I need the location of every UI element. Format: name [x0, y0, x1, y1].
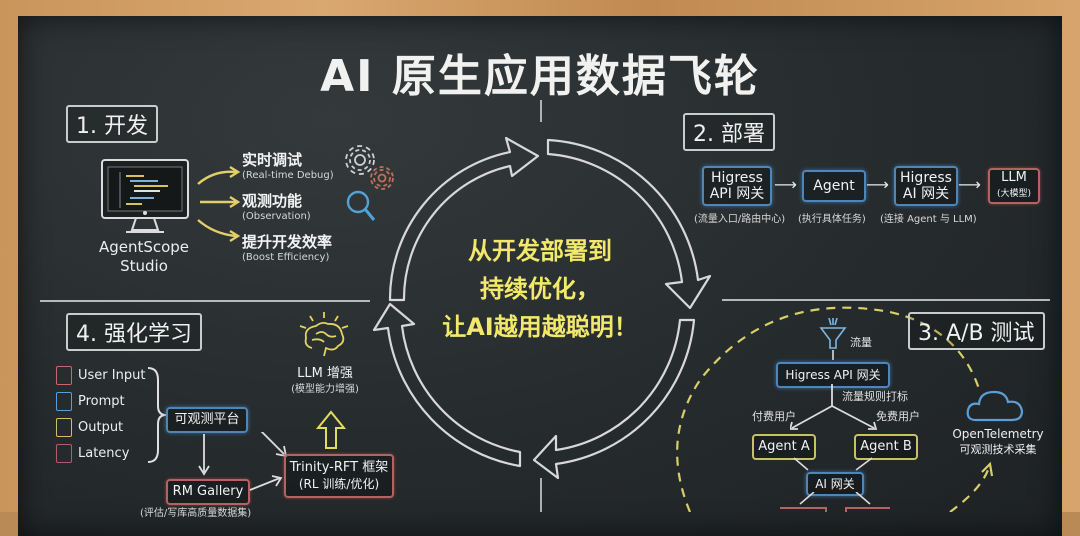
traffic-rule-label: 流量规则打标	[842, 390, 908, 403]
gear-icon	[345, 145, 394, 221]
observability-platform-box: 可观测平台	[166, 407, 248, 433]
divider-top	[540, 100, 542, 122]
document-chart-icon	[56, 444, 72, 463]
feature-item-efficiency: 提升开发效率 (Boost Efficiency)	[242, 233, 333, 263]
rm-gallery-box: RM Gallery	[166, 479, 250, 505]
api-gateway-caption: (流量入口/路由中心)	[694, 214, 786, 225]
higress-api-gateway-box: Higress API 网关	[702, 166, 772, 206]
higress-ai-gateway-box: Higress AI 网关	[894, 166, 958, 206]
arrow-right-icon: ⟶	[958, 175, 981, 194]
ai-gateway-ab-box: AI 网关	[806, 472, 864, 496]
opentelemetry-label: OpenTelemetry 可观测技术采集	[952, 427, 1044, 456]
section-3-label: 3. A/B 测试	[908, 312, 1045, 350]
slogan-line-2: 持续优化，	[480, 275, 600, 303]
llm-box: LLM (大模型)	[988, 168, 1040, 204]
page-title: AI 原生应用数据飞轮	[320, 51, 760, 102]
arrow-right-icon	[249, 475, 283, 491]
document-search-icon	[56, 366, 72, 385]
input-item-user-input: User Input	[56, 366, 145, 385]
input-item-output: Output	[56, 418, 123, 437]
slogan-line-1: 从开发部署到	[468, 237, 612, 265]
agent-b-box: Agent B	[854, 434, 918, 460]
arrow-right-icon: ⟶	[866, 175, 889, 194]
higress-api-gateway-ab-box: Higress API 网关	[776, 362, 890, 388]
monitor-icon	[101, 159, 189, 233]
cloud-icon	[966, 390, 1024, 422]
section-1-label: 1. 开发	[66, 105, 158, 143]
merge-arrows-icon	[793, 457, 873, 471]
agentscope-studio-label: AgentScope Studio	[98, 238, 190, 275]
llm-enhance-label: LLM 增强 (模型能力增强)	[291, 366, 359, 395]
divider-bottom	[540, 478, 542, 512]
trinity-rft-box: Trinity-RFT 框架 (RL 训练/优化)	[284, 454, 394, 498]
feature-item-observation: 观测功能 (Observation)	[242, 192, 311, 222]
platform-arrows-icon	[198, 432, 288, 476]
brace-icon	[147, 367, 167, 463]
dashed-loop-icon	[676, 306, 994, 512]
traffic-label: 流量	[850, 336, 872, 349]
branch-arrows-icon	[790, 384, 878, 430]
slogan-line-3: 让AI越用越聪明！	[442, 313, 638, 341]
section-4-label: 4. 强化学习	[66, 313, 202, 351]
arrow-right-icon: ⟶	[774, 175, 797, 194]
center-slogan: 从开发部署到 持续优化， 让AI越用越聪明！	[420, 232, 660, 346]
split-arrows-icon	[780, 492, 890, 512]
input-item-prompt: Prompt	[56, 392, 125, 411]
feature-arrows-icon	[197, 165, 241, 243]
agent-box: Agent	[802, 170, 866, 202]
agent-caption: (执行具体任务)	[798, 214, 866, 225]
cycle-arrows-icon	[372, 136, 712, 480]
arrow-up-icon	[316, 410, 346, 449]
funnel-icon	[819, 318, 847, 360]
document-edit-icon	[56, 392, 72, 411]
feature-item-debug: 实时调试 (Real-time Debug)	[242, 151, 334, 181]
agent-a-box: Agent A	[752, 434, 816, 460]
brain-icon	[299, 312, 349, 357]
divider-right	[722, 299, 1050, 301]
paid-users-label: 付费用户	[752, 410, 796, 423]
section-2-label: 2. 部署	[683, 113, 775, 151]
ai-gateway-caption: (连接 Agent 与 LLM)	[880, 214, 977, 225]
document-output-icon	[56, 418, 72, 437]
divider-left	[40, 300, 370, 302]
free-users-label: 免费用户	[876, 410, 920, 423]
input-item-latency: Latency	[56, 444, 129, 463]
